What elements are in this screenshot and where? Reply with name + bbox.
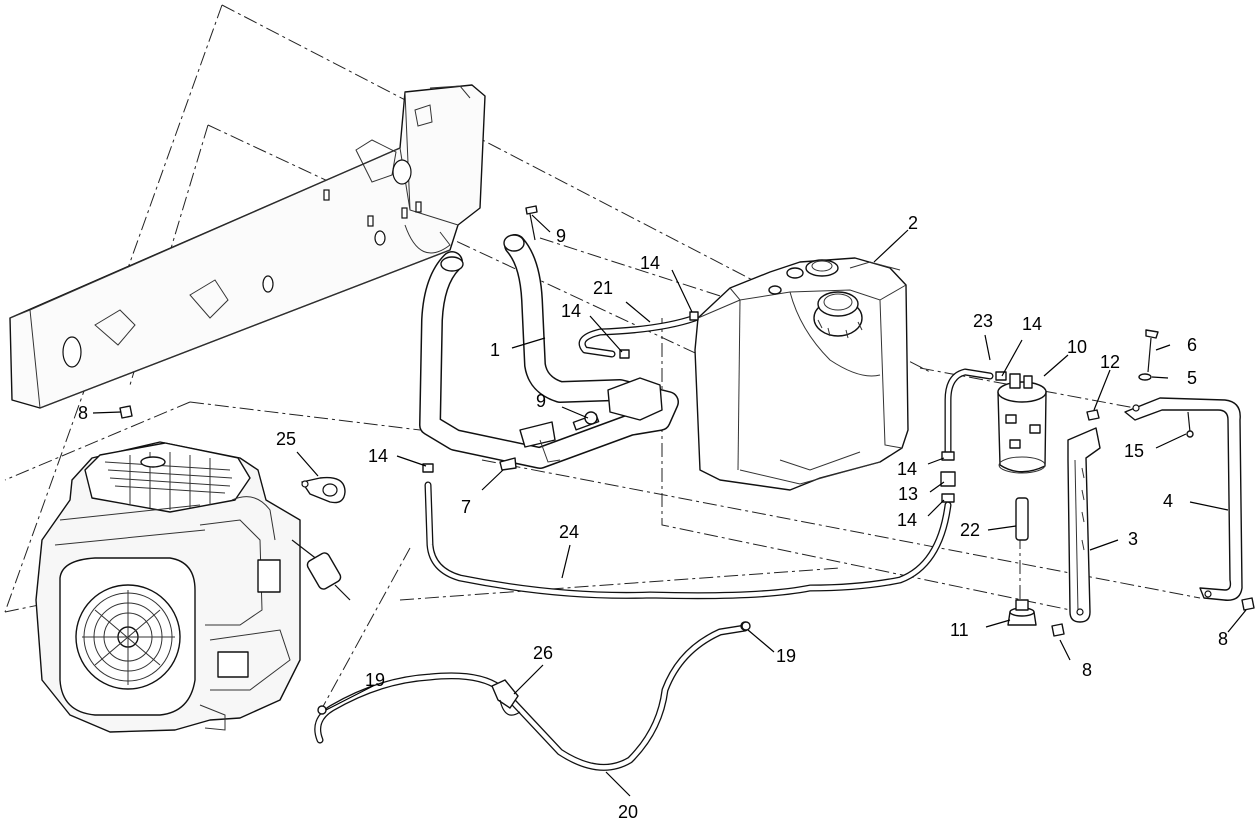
clamps-19 (741, 621, 751, 631)
hose-21 (578, 314, 699, 358)
callout-15: 15 (1124, 441, 1144, 461)
fuel-hose-24 (424, 481, 952, 600)
callout-14-lower: 14 (897, 510, 917, 530)
callout-4: 4 (1163, 491, 1173, 511)
filler-neck-hose (419, 234, 679, 469)
callout-8-bracket: 8 (1082, 660, 1092, 680)
callout-14-hose21: 14 (640, 253, 660, 273)
callout-22: 22 (960, 520, 980, 540)
callout-26: 26 (533, 643, 553, 663)
screw-7 (499, 457, 517, 471)
callout-12: 12 (1100, 352, 1120, 372)
callout-19-right: 19 (776, 646, 796, 666)
callout-2: 2 (908, 213, 918, 233)
bracket-3 (1067, 427, 1101, 623)
callout-14-tank: 14 (561, 301, 581, 321)
frame-rail (9, 84, 486, 409)
callout-24: 24 (559, 522, 579, 542)
nut-12 (1086, 409, 1100, 421)
bracket-4 (1124, 397, 1243, 601)
callout-7: 7 (461, 497, 471, 517)
callout-11: 11 (950, 620, 969, 640)
callout-3: 3 (1128, 529, 1138, 549)
hose-23 (944, 368, 994, 459)
engine (35, 441, 301, 733)
callout-19-left: 19 (365, 670, 385, 690)
washer-5 (1138, 373, 1152, 381)
hose-clamp-25 (301, 476, 346, 504)
callout-1: 1 (490, 340, 500, 360)
callout-14-left: 14 (368, 446, 388, 466)
callout-20: 20 (618, 802, 638, 822)
nuts-8 (119, 405, 1255, 637)
callout-10: 10 (1067, 337, 1087, 357)
leader-lines (92, 214, 1247, 797)
screw-9-mid (584, 411, 598, 425)
charcoal-canister (997, 373, 1047, 474)
inline-filter (291, 539, 351, 601)
filter-11 (1007, 599, 1037, 626)
callout-13: 13 (898, 484, 918, 504)
screw-15 (1186, 411, 1194, 438)
callout-14-upper: 14 (897, 459, 917, 479)
screw-9-top (525, 205, 538, 241)
callout-23: 23 (973, 311, 993, 331)
bolt-6 (1145, 329, 1159, 373)
callout-9-top: 9 (556, 226, 566, 246)
callouts: 1 2 3 4 5 6 7 8 8 8 9 9 10 11 12 13 14 1… (78, 213, 1228, 822)
callout-5: 5 (1187, 368, 1197, 388)
fittings-13-14 (422, 311, 1007, 503)
callout-21: 21 (593, 278, 613, 298)
callout-6: 6 (1187, 335, 1197, 355)
callout-8-frame: 8 (78, 403, 88, 423)
callout-14-hose23: 14 (1022, 314, 1042, 334)
callout-8-right: 8 (1218, 629, 1228, 649)
fuel-tank (694, 257, 909, 491)
callout-25: 25 (276, 429, 296, 449)
callout-9-mid: 9 (536, 391, 546, 411)
hose-22 (1015, 497, 1029, 541)
